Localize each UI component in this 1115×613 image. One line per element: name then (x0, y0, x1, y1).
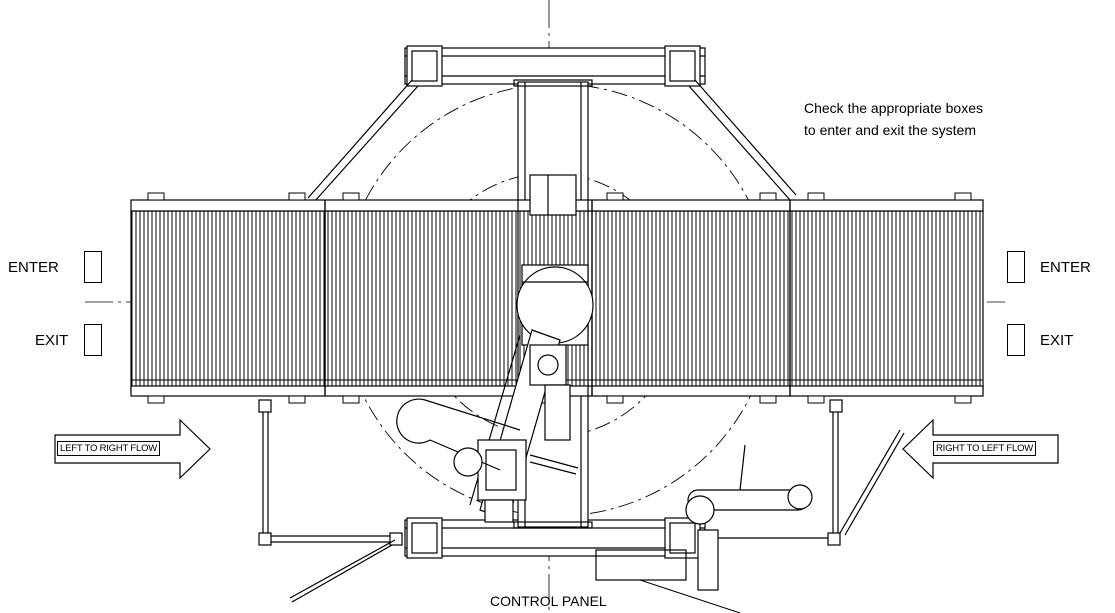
right-enter-label: ENTER (1040, 259, 1091, 276)
top-frame (307, 45, 797, 203)
left-enter-checkbox[interactable] (84, 251, 102, 283)
right-enter-checkbox[interactable] (1007, 251, 1025, 283)
left-exit-checkbox[interactable] (84, 324, 102, 356)
right-exit-label: EXIT (1040, 332, 1074, 349)
right-guard (710, 399, 905, 546)
instructions-line-2: to enter and exit the system (804, 122, 976, 138)
right-to-left-flow-label: RIGHT TO LEFT FLOW (933, 441, 1037, 456)
left-enter-label: ENTER (8, 259, 59, 276)
left-to-right-flow-label: LEFT TO RIGHT FLOW (57, 441, 161, 456)
instructions-note: Check the appropriate boxes to enter and… (804, 97, 983, 141)
left-guard (258, 399, 403, 603)
film-dispenser (595, 444, 813, 591)
carriage-overlay (516, 174, 594, 396)
right-exit-checkbox[interactable] (1007, 324, 1025, 356)
left-exit-label: EXIT (35, 332, 69, 349)
wrapping-arm (396, 329, 579, 523)
instructions-line-1: Check the appropriate boxes (804, 100, 983, 116)
control-panel-label: CONTROL PANEL (490, 593, 607, 609)
control-panel-leader (639, 579, 741, 613)
